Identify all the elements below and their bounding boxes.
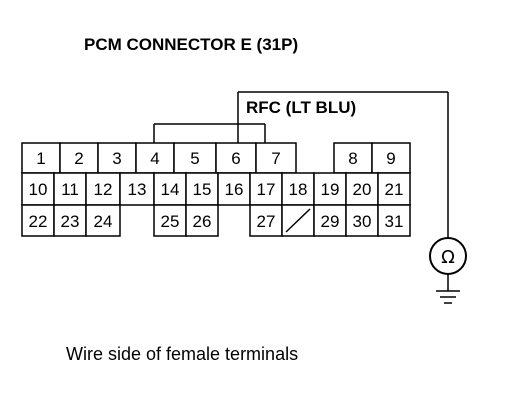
pin-cell-6 (215, 142, 257, 174)
pin-cell-18 (281, 172, 315, 206)
pin-label: 24 (94, 212, 113, 231)
pin-cell-21 (377, 172, 411, 206)
pin-label: 23 (61, 212, 80, 231)
wire-bracket (153, 123, 266, 143)
ohmmeter-icon: Ω (429, 237, 467, 275)
ground-icon (436, 274, 460, 304)
probe-wire (237, 91, 449, 238)
pin-label: 26 (193, 212, 212, 231)
connector-row-3-left (21, 204, 121, 237)
pin-label: 18 (289, 180, 308, 199)
pin-cell-23 (53, 204, 87, 237)
connector-row-1-right (333, 142, 411, 174)
pin-label: 16 (225, 180, 244, 199)
diagram-caption: Wire side of female terminals (66, 344, 298, 364)
pin-cell-13 (119, 172, 155, 206)
pin-label: 19 (321, 180, 340, 199)
pin-label: 8 (348, 149, 357, 168)
pin-label: 30 (353, 212, 372, 231)
pin-cell-10 (21, 172, 55, 206)
pin-label: 7 (271, 149, 280, 168)
pin-cell-31 (377, 204, 411, 237)
pin-label: 10 (29, 180, 48, 199)
pin-label: 4 (150, 149, 159, 168)
pin-label: 13 (128, 180, 147, 199)
pin-cell-5 (173, 142, 217, 174)
pin-cell-30 (345, 204, 379, 237)
pin-label: 14 (161, 180, 180, 199)
unused-terminal-slash (285, 208, 311, 233)
ohm-symbol: Ω (441, 247, 455, 268)
pin-cell-29 (313, 204, 347, 237)
pin-label: 21 (385, 180, 404, 199)
connector-row-3-right (249, 204, 411, 237)
pin-label: 1 (36, 149, 45, 168)
pin-label: 2 (74, 149, 83, 168)
pin-cell-27 (249, 204, 283, 237)
connector-row-3-middle (153, 204, 219, 237)
pin-label: 25 (161, 212, 180, 231)
pin-cell-7 (255, 142, 297, 174)
pin-label: 17 (257, 180, 276, 199)
pin-cell-24 (85, 204, 121, 237)
pin-label: 3 (112, 149, 121, 168)
pin-label: 15 (193, 180, 212, 199)
wire-label: RFC (LT BLU) (246, 98, 356, 117)
pin-label: 5 (190, 149, 199, 168)
pin-cell-8 (333, 142, 373, 174)
pin-label: 20 (353, 180, 372, 199)
connector-row-2 (21, 172, 411, 206)
pin-label: 9 (386, 149, 395, 168)
pin-cell-17 (249, 172, 283, 206)
pin-label: 22 (29, 212, 48, 231)
pin-label: 29 (321, 212, 340, 231)
pin-label: 27 (257, 212, 276, 231)
pin-cell-26 (185, 204, 219, 237)
pin-label: 6 (231, 149, 240, 168)
pin-cell-14 (153, 172, 187, 206)
pin-label: 31 (385, 212, 404, 231)
pin-label: 11 (61, 180, 79, 199)
pin-label: 12 (94, 180, 113, 199)
connector-row-1-left (21, 142, 297, 174)
diagram-title: PCM CONNECTOR E (31P) (84, 35, 298, 54)
pin-cell-12 (85, 172, 121, 206)
